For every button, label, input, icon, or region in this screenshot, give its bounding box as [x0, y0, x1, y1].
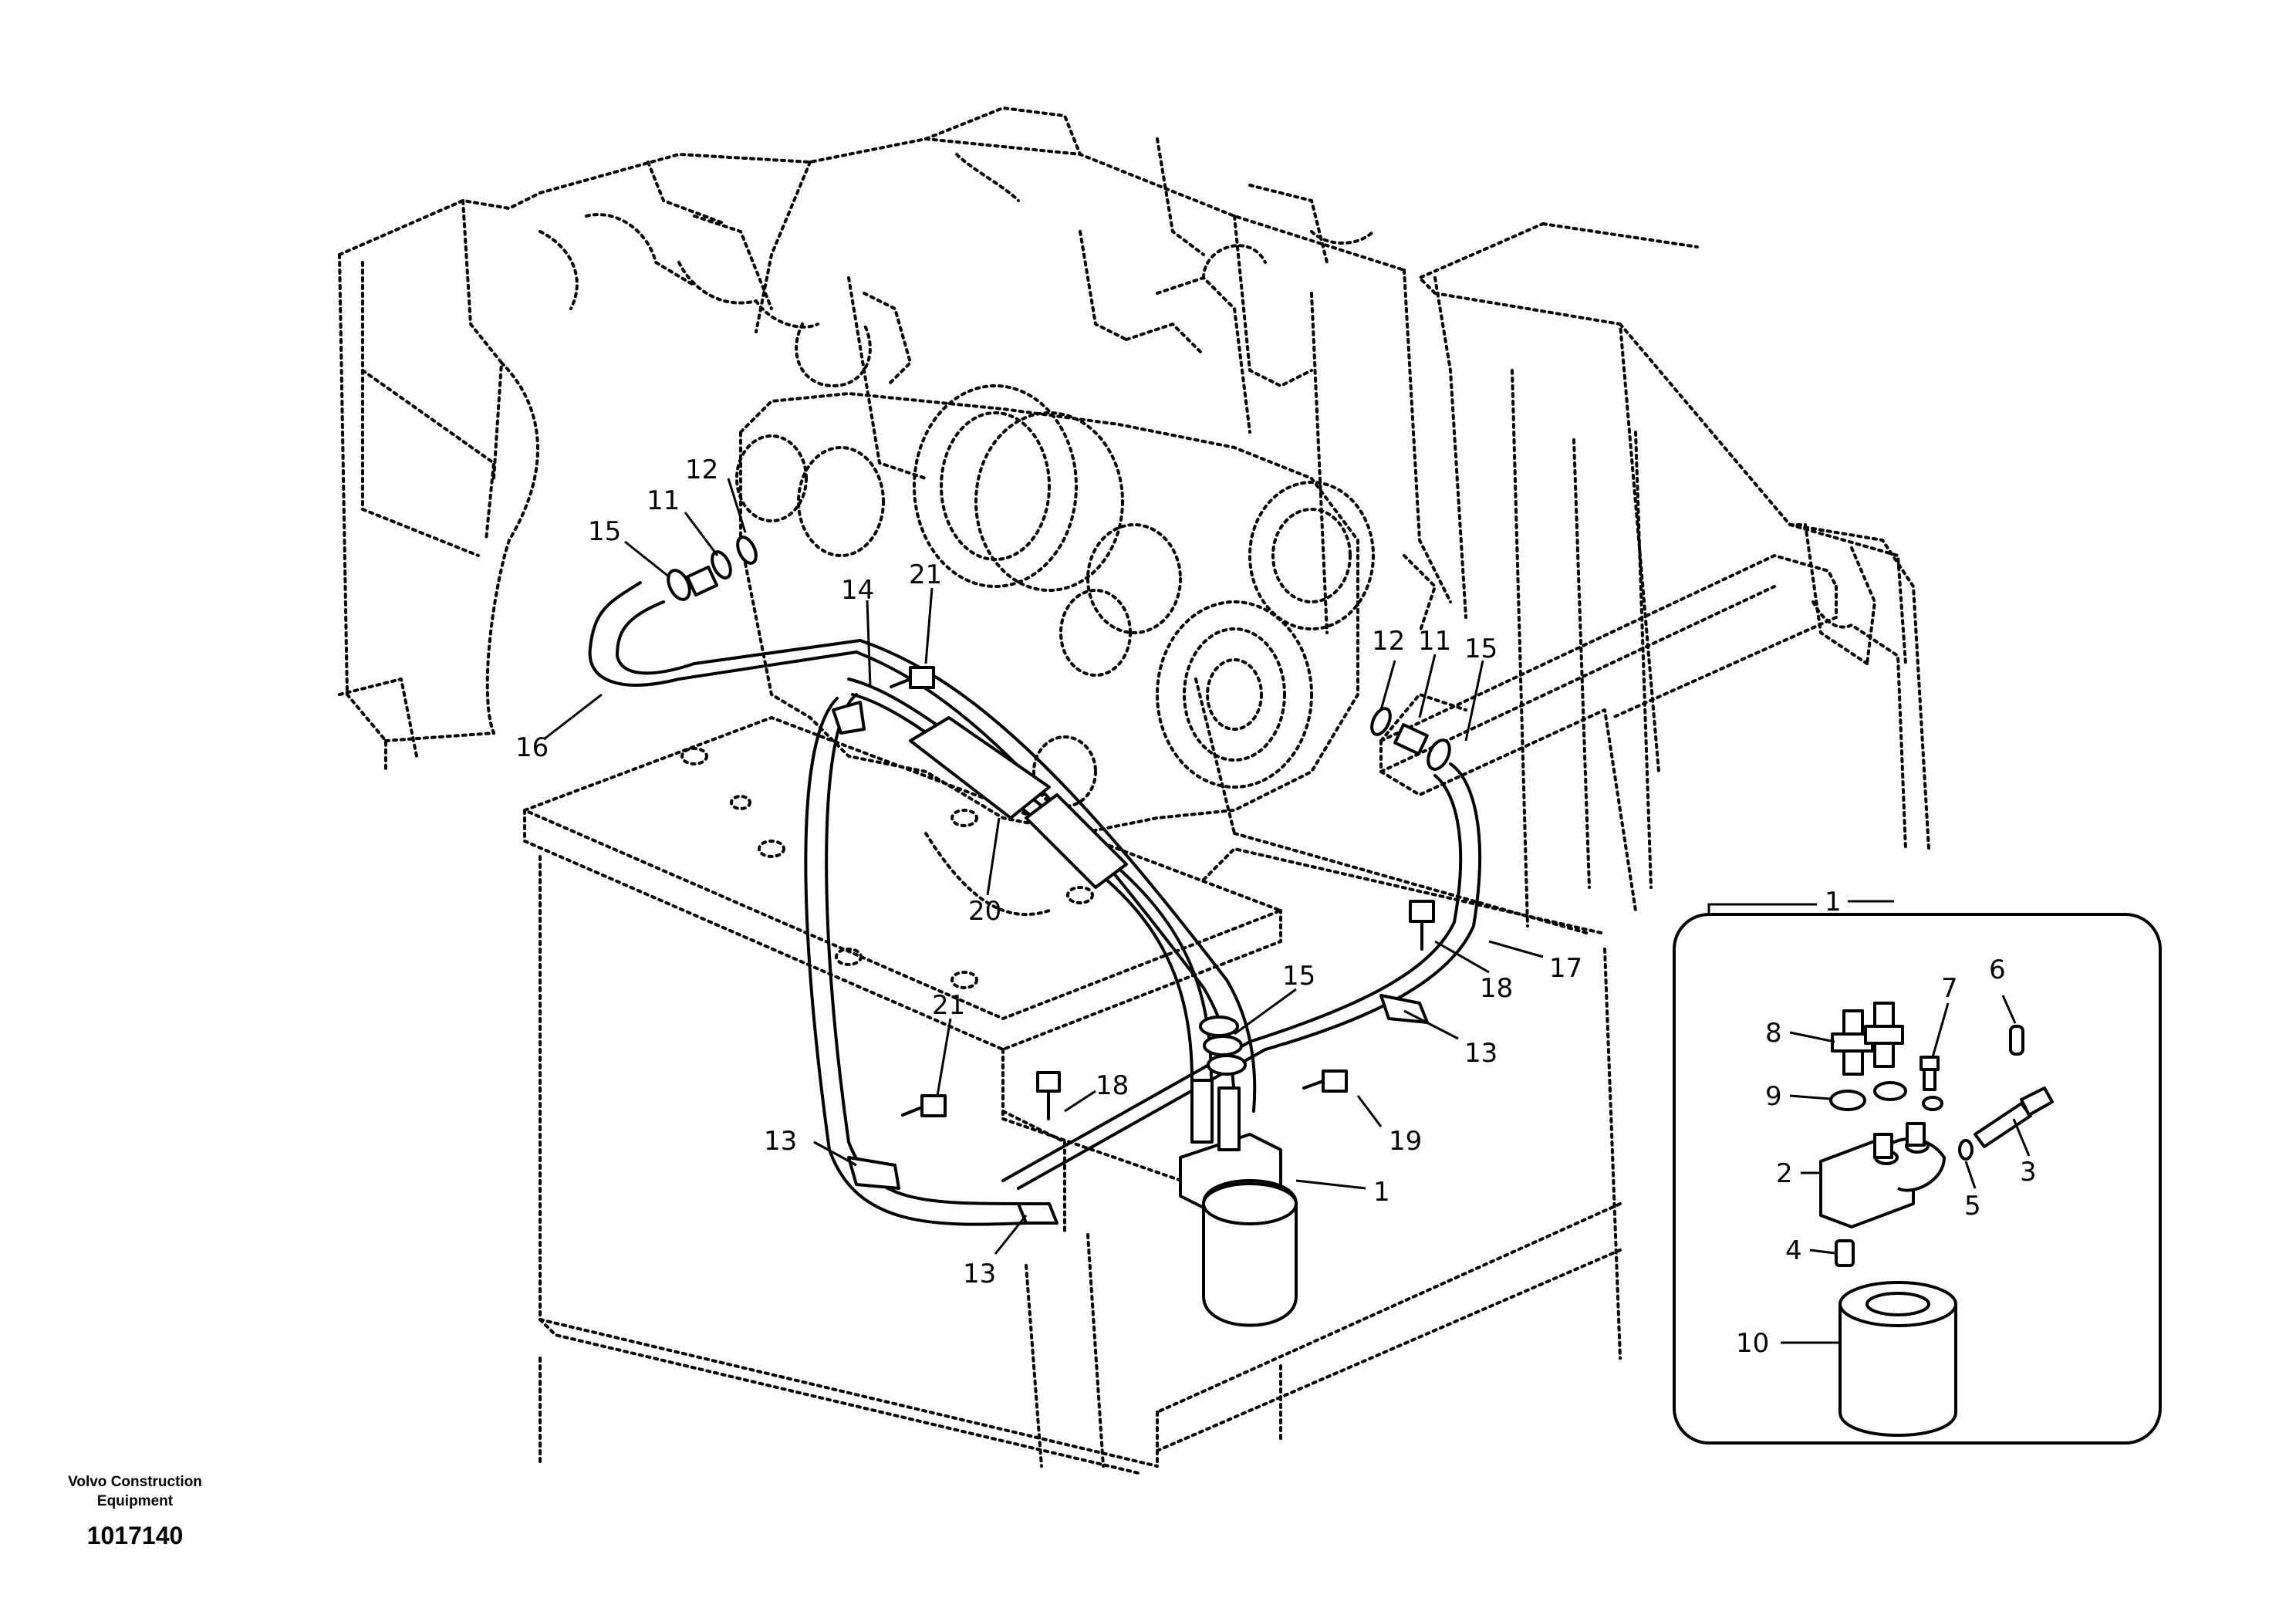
bolt-21-b	[901, 1094, 947, 1117]
detail-part-6	[2009, 1025, 2024, 1056]
callout-15-left: 15	[588, 516, 621, 547]
callout-12-right: 12	[1372, 626, 1405, 657]
detail-callout-1: 1	[1825, 887, 1842, 917]
brand-line-1: Volvo Construction	[68, 1474, 202, 1490]
detail-part-3	[1974, 1086, 2054, 1148]
callout-16: 16	[515, 732, 549, 763]
clamp-13-a	[847, 1156, 900, 1190]
callout-13-left: 13	[764, 1126, 797, 1157]
detail-callout-10: 10	[1736, 1328, 1769, 1359]
callouts: 15 11 12 14 21 16 20 12 11 15 17 18 13 1…	[515, 454, 1582, 1289]
callout-18-left: 18	[1096, 1070, 1129, 1101]
callout-21-bottom: 21	[932, 990, 965, 1021]
detail-inset	[1673, 913, 2162, 1445]
bolt-18-a	[1409, 900, 1435, 951]
detail-part-5	[1958, 1139, 1974, 1161]
callout-21-top: 21	[909, 559, 942, 590]
hose-17	[1017, 762, 1481, 1190]
sleeve	[909, 716, 1051, 819]
brand-label: Volvo Construction Equipment	[46, 1472, 224, 1511]
detail-part-9	[1829, 1081, 1943, 1111]
engine-outline	[539, 184, 1467, 835]
detail-callout-2: 2	[1776, 1158, 1793, 1189]
hose-16	[588, 581, 858, 687]
machine-frame	[338, 106, 1930, 1468]
callout-11-left: 11	[647, 485, 680, 516]
callout-19: 19	[1389, 1126, 1422, 1157]
callout-13-bottom: 13	[963, 1259, 996, 1289]
fitting-11-right	[1370, 707, 1451, 771]
detail-part-8	[1831, 1002, 1904, 1076]
callout-11-right: 11	[1418, 626, 1451, 657]
bolt-19	[1302, 1070, 1348, 1093]
callout-20: 20	[968, 896, 1001, 927]
clamp-13-b	[1017, 1202, 1059, 1225]
detail-callout-7: 7	[1941, 973, 1958, 1004]
brand-line-2: Equipment	[96, 1493, 174, 1509]
leader-lines	[543, 478, 2031, 1344]
detail-part-4	[1835, 1239, 1855, 1267]
filter-assembly	[1179, 1079, 1298, 1327]
clamp-14	[832, 701, 866, 735]
callout-1: 1	[1373, 1177, 1390, 1208]
detail-callouts: 1 8 7 6 9 2 5 3 4 10	[1736, 887, 2037, 1359]
detail-callout-8: 8	[1765, 1018, 1782, 1049]
callout-15-right: 15	[1464, 634, 1497, 664]
callout-17: 17	[1549, 953, 1582, 984]
detail-callout-9: 9	[1765, 1081, 1782, 1112]
callout-18-right: 18	[1480, 973, 1513, 1004]
fitting-11-left	[667, 536, 758, 601]
callout-13-right: 13	[1464, 1038, 1497, 1069]
hydraulic-tank-outline	[523, 716, 1282, 1475]
callout-15-filter: 15	[1282, 961, 1315, 992]
detail-part-10	[1838, 1281, 1957, 1437]
detail-part-2	[1819, 1122, 1946, 1228]
detail-callout-4: 4	[1785, 1235, 1802, 1266]
drawing-number: 1017140	[86, 1522, 184, 1549]
callout-14: 14	[841, 575, 874, 606]
bolt-18-b	[1036, 1071, 1061, 1120]
hoses	[588, 581, 1481, 1226]
bolt-21-a	[890, 666, 935, 689]
detail-part-7	[1920, 1056, 1940, 1091]
callout-12-left: 12	[685, 454, 718, 485]
fittings	[667, 536, 1451, 1225]
detail-callout-3: 3	[2020, 1157, 2037, 1188]
hose-20	[855, 650, 1236, 1113]
detail-callout-5: 5	[1964, 1191, 1981, 1222]
detail-callout-6: 6	[1989, 955, 2006, 985]
